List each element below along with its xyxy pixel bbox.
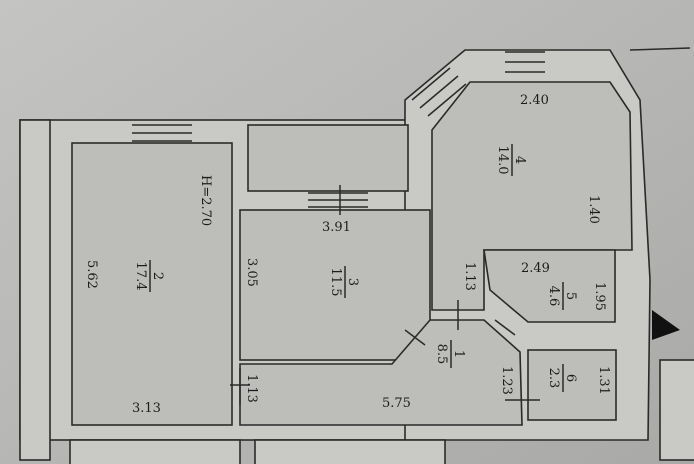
room-1-label: 1 8.5	[434, 340, 466, 368]
dim-room3-width: 3.91	[322, 220, 351, 235]
svg-text:1: 1	[451, 350, 466, 358]
svg-text:17.4: 17.4	[133, 262, 148, 291]
dim-room3-depth: 3.05	[244, 258, 259, 287]
window	[505, 51, 545, 73]
room-2	[71, 142, 233, 426]
dim-corridor-width: 1.23	[499, 366, 514, 395]
dim-corridor-small: 1.13	[244, 374, 259, 403]
ceiling-height: H=2.70	[198, 175, 213, 226]
door-marks	[230, 185, 540, 405]
svg-text:2.3: 2.3	[546, 368, 561, 389]
room-2-label: 2 17.4	[133, 260, 165, 292]
dim-room6-depth: 1.31	[596, 366, 611, 395]
room-4-label: 4 14.0	[495, 144, 527, 176]
dim-room4-depth: 1.40	[586, 195, 601, 224]
dim-room2-depth: 5.62	[84, 260, 99, 289]
room-3	[239, 209, 431, 361]
window	[132, 124, 192, 142]
dim-corridor-length: 5.75	[382, 396, 411, 411]
svg-text:4: 4	[512, 156, 527, 164]
dim-room2-width: 3.13	[132, 401, 161, 416]
room-6-label: 6 2.3	[546, 364, 578, 392]
window	[308, 192, 368, 208]
svg-text:6: 6	[563, 374, 578, 382]
room-5	[483, 249, 616, 323]
dim-room4-width: 2.40	[520, 93, 549, 108]
window	[411, 67, 467, 117]
room-4	[431, 81, 633, 311]
dim-room5-width: 2.49	[521, 261, 550, 276]
svg-text:4.6: 4.6	[546, 286, 561, 307]
svg-text:2: 2	[150, 272, 165, 280]
room-5-label: 5 4.6	[546, 282, 578, 310]
arrow-marker	[652, 310, 680, 340]
loggia	[247, 124, 409, 192]
svg-text:14.0: 14.0	[495, 146, 510, 175]
room-3-label: 3 11.5	[328, 266, 360, 298]
svg-text:5: 5	[563, 292, 578, 300]
dim-room5-depth: 1.95	[592, 282, 607, 311]
svg-text:8.5: 8.5	[434, 344, 449, 365]
dim-hall-width: 1.13	[462, 262, 477, 291]
room-6	[527, 349, 617, 421]
svg-text:3: 3	[345, 278, 360, 286]
svg-text:11.5: 11.5	[328, 268, 343, 297]
